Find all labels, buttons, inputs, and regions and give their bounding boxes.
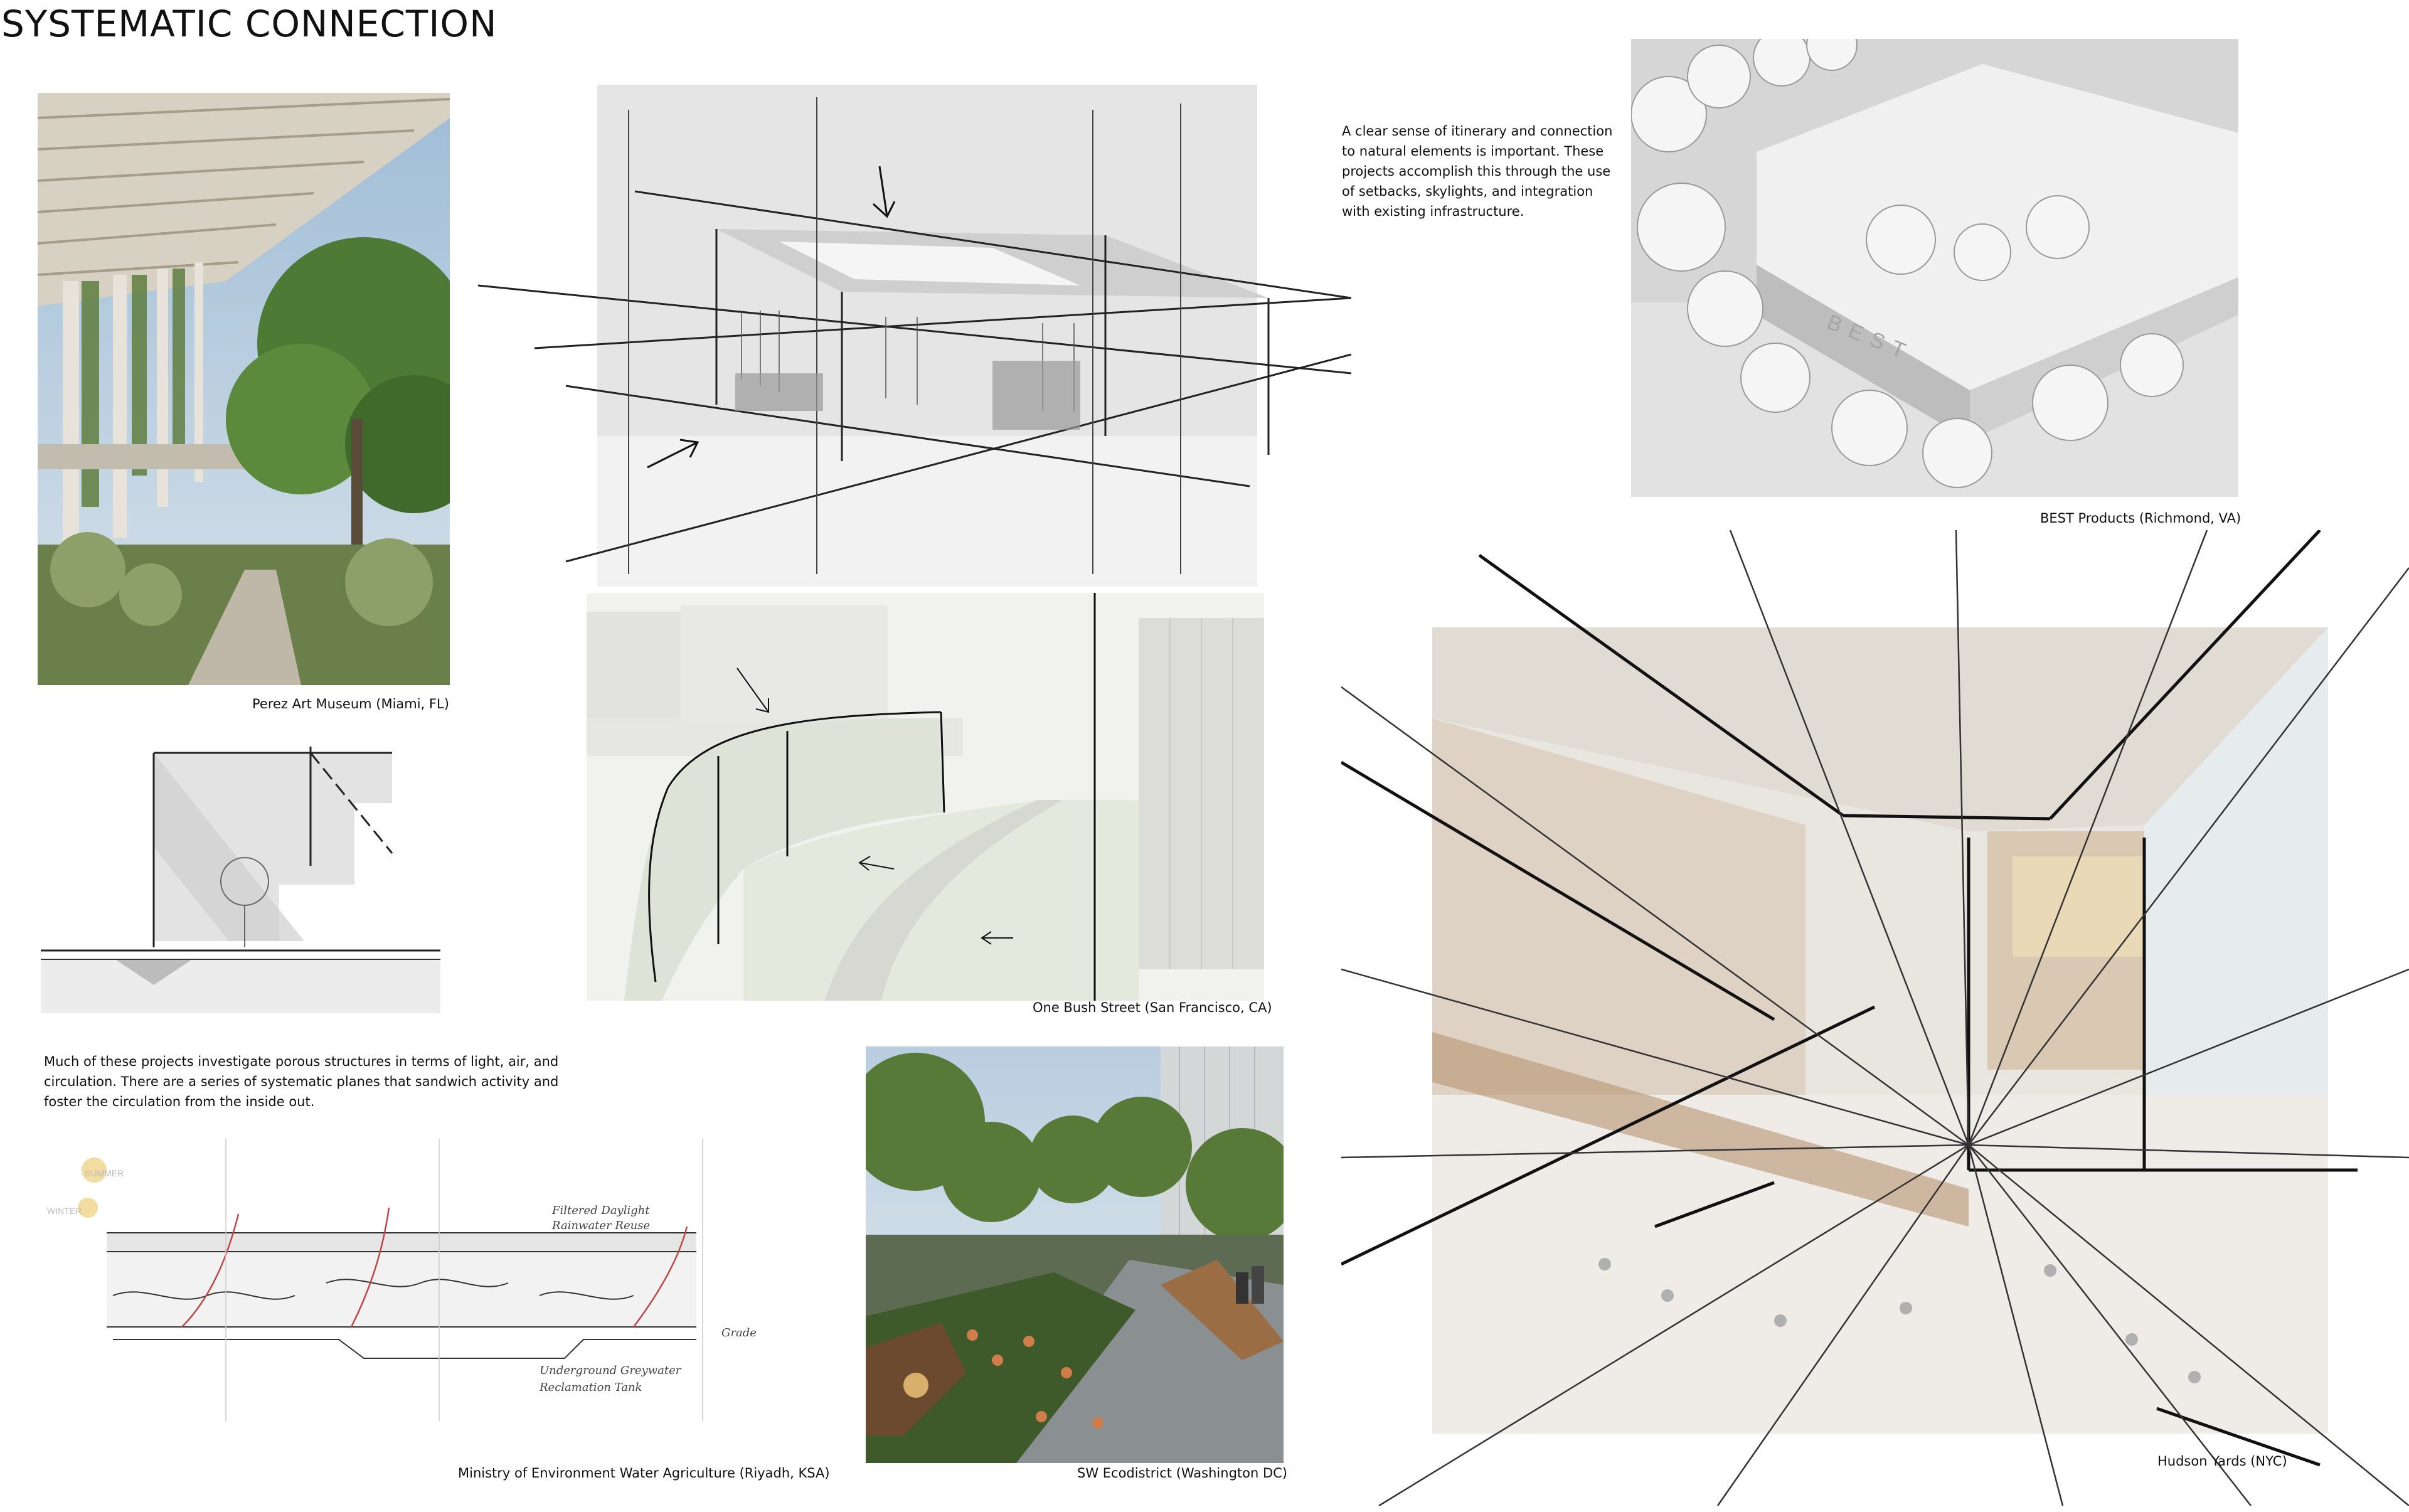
sketch-note-5: Grade	[721, 1326, 757, 1339]
hudson-caption: Hudson Yards (NYC)	[2157, 1454, 2287, 1469]
summer-label: SUMMER	[85, 1168, 124, 1178]
sw-ecodistrict-photo	[866, 1046, 1284, 1463]
sw-eco-caption: SW Ecodistrict (Washington DC)	[1077, 1466, 1287, 1481]
perez-section-sketch	[41, 734, 440, 1013]
axonometric-sketch	[478, 85, 1351, 587]
board-title: SYSTEMATIC CONNECTION	[1, 3, 497, 45]
best-caption: BEST Products (Richmond, VA)	[2040, 511, 2241, 526]
ministry-section-sketch: SUMMER WINTER	[0, 1139, 841, 1421]
hudson-yards-perspective	[1341, 530, 2409, 1506]
intro-paragraph: A clear sense of itinerary and connectio…	[1342, 124, 1613, 219]
porous-paragraph: Much of these projects investigate porou…	[44, 1054, 559, 1109]
sketch-note-4: Reclamation Tank	[539, 1381, 642, 1394]
perez-caption: Perez Art Museum (Miami, FL)	[252, 696, 449, 711]
sketch-note-2: Rainwater Reuse	[551, 1219, 650, 1232]
perez-museum-photo	[38, 93, 450, 685]
winter-label: WINTER	[47, 1206, 82, 1216]
sketch-note-3: Underground Greywater	[540, 1364, 682, 1377]
one-bush-caption: One Bush Street (San Francisco, CA)	[1033, 1000, 1272, 1015]
sketch-note-1: Filtered Daylight	[551, 1204, 650, 1217]
best-products-model-photo: BEST	[1631, 39, 2238, 497]
ministry-caption: Ministry of Environment Water Agricultur…	[458, 1466, 830, 1481]
one-bush-street-photo	[587, 593, 1264, 1001]
